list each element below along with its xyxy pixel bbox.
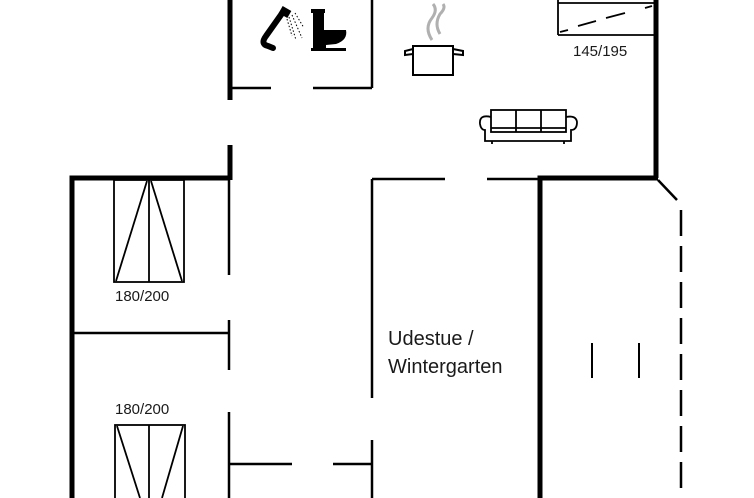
bed-icon <box>557 0 654 36</box>
cooking-pot-icon <box>404 3 464 76</box>
bed-size-label: 180/200 <box>115 401 170 418</box>
room-name-line2: Wintergarten <box>388 356 503 378</box>
sofa-icon <box>479 109 578 144</box>
terrace-outline <box>657 179 683 498</box>
shower-icon <box>260 6 305 51</box>
bed-size-label: 145/195 <box>573 43 628 60</box>
room-label-wintergarten: Udestue / Wintergarten <box>388 325 503 381</box>
room-name-line1: Udestue / <box>388 328 474 350</box>
outer-walls <box>69 0 659 498</box>
terrace-steps <box>591 343 640 378</box>
inner-walls <box>72 0 540 498</box>
toilet-icon <box>311 9 347 51</box>
bed-icon <box>114 424 186 498</box>
bed-icon <box>113 179 185 283</box>
bed-size-label: 180/200 <box>115 288 170 305</box>
